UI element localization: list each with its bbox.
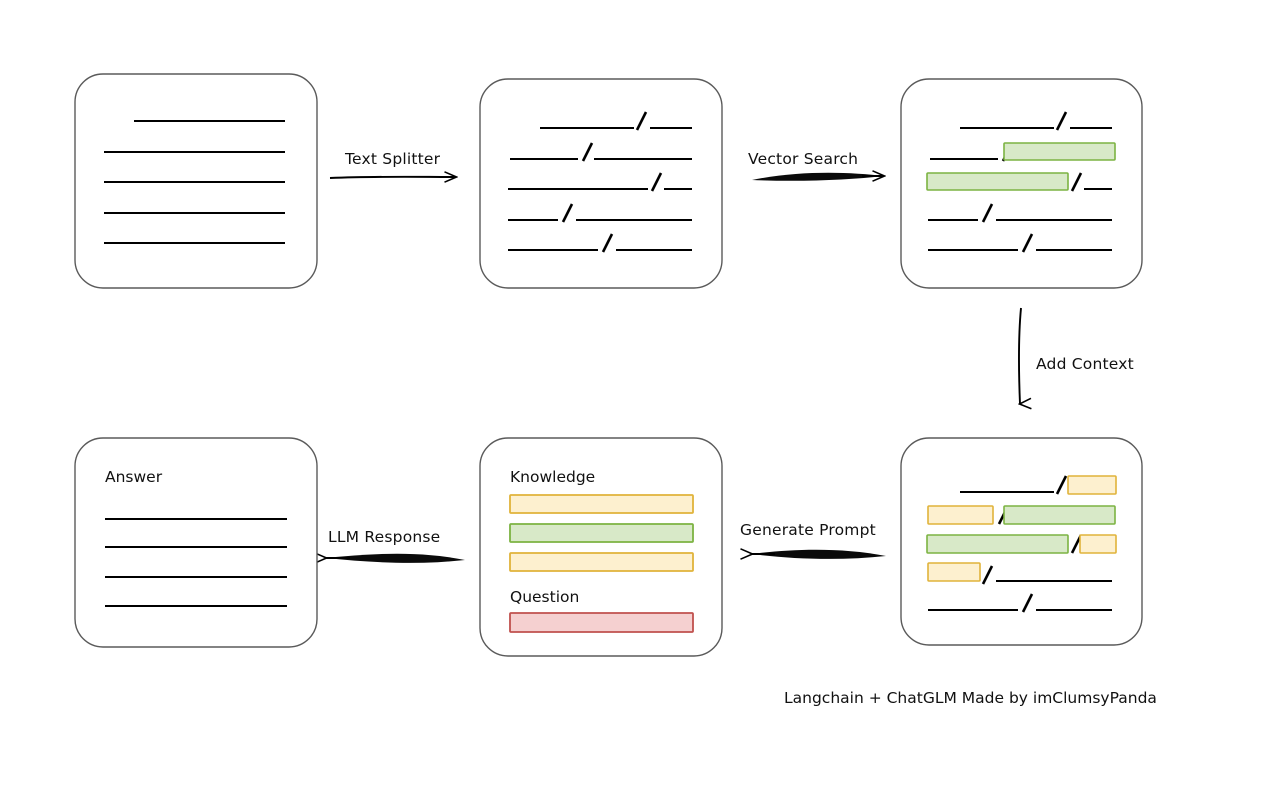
- prompt-question-title: Question: [510, 588, 579, 606]
- edge-llm-response[interactable]: LLM Response: [326, 528, 465, 563]
- edge-add-context-label: Add Context: [1036, 355, 1134, 373]
- edge-llm-response-arrow: [326, 553, 465, 563]
- edge-vector-search-label: Vector Search: [748, 150, 858, 168]
- edge-vector-search[interactable]: Vector Search: [748, 150, 884, 181]
- node-answer-card[interactable]: Answer: [74, 437, 318, 648]
- split-document-card[interactable]: [479, 78, 723, 289]
- source-document-lines: [104, 119, 285, 245]
- prompt-question-bars: [509, 612, 694, 633]
- node-retrieved-document[interactable]: [900, 78, 1143, 289]
- edge-text-splitter-label: Text Splitter: [344, 150, 441, 168]
- context-highlight-green-2: [926, 534, 1069, 554]
- split-document-lines: [508, 111, 692, 253]
- knowledge-bar-yellow-1: [509, 494, 694, 514]
- edge-vector-search-arrow: [752, 172, 884, 181]
- question-bar-red-1: [509, 612, 694, 633]
- retrieved-document-lines: [926, 111, 1116, 253]
- context-highlight-yellow-1: [1067, 475, 1117, 495]
- edge-generate-prompt-arrow: [752, 549, 886, 559]
- prompt-knowledge-title: Knowledge: [510, 468, 595, 486]
- node-prompt-card[interactable]: Knowledge Question: [479, 437, 723, 657]
- edge-text-splitter-arrow: [329, 177, 456, 178]
- node-split-document[interactable]: [479, 78, 723, 289]
- answer-title: Answer: [105, 468, 163, 486]
- edge-text-splitter[interactable]: Text Splitter: [329, 150, 456, 178]
- diagram-caption: Langchain + ChatGLM Made by imClumsyPand…: [784, 689, 1157, 707]
- context-highlight-yellow-2: [927, 505, 994, 525]
- context-highlight-yellow-4: [927, 562, 981, 582]
- context-highlight-yellow-3: [1079, 534, 1117, 554]
- node-context-document[interactable]: [900, 437, 1143, 646]
- node-source-document[interactable]: [74, 73, 318, 289]
- edge-generate-prompt-label: Generate Prompt: [740, 521, 876, 539]
- retrieved-highlight-green-2: [926, 172, 1069, 191]
- answer-lines: [105, 517, 287, 608]
- edge-add-context-arrow: [1019, 307, 1021, 404]
- answer-card[interactable]: [74, 437, 318, 648]
- edge-add-context[interactable]: Add Context: [1019, 307, 1134, 404]
- prompt-card[interactable]: [479, 437, 723, 657]
- context-highlight-green-1: [1003, 505, 1116, 525]
- edge-llm-response-label: LLM Response: [328, 528, 440, 546]
- edge-generate-prompt[interactable]: Generate Prompt: [740, 521, 886, 559]
- knowledge-bar-yellow-2: [509, 552, 694, 572]
- context-document-lines: [926, 475, 1117, 613]
- retrieved-highlight-green-1: [1003, 142, 1116, 161]
- prompt-knowledge-bars: [509, 494, 694, 572]
- knowledge-bar-green-1: [509, 523, 694, 543]
